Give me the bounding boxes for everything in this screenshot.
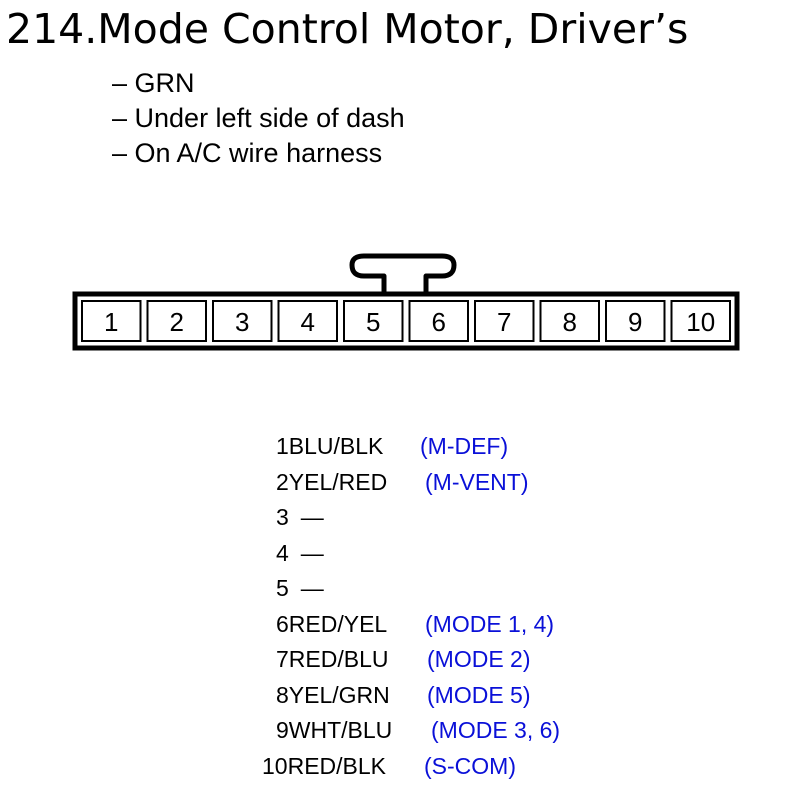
pin-number: 2 [276, 468, 289, 495]
pin-cell-4 [277, 300, 338, 342]
pin-number: 10 [262, 752, 288, 779]
pinout-row: 4— [276, 536, 324, 571]
pin-label-7: 7 [497, 307, 511, 337]
pin-cell-8 [539, 300, 600, 342]
pin-label-1: 1 [104, 307, 118, 337]
pin-function: (MODE 2) [427, 642, 531, 677]
pin-function: (MODE 5) [427, 678, 531, 713]
connector-pins: 1 2 3 4 5 6 7 8 9 10 [81, 300, 731, 342]
pinout-row: 3— [276, 500, 324, 535]
pin-cell-6 [408, 300, 469, 342]
connector-lock-tab [349, 253, 457, 294]
pin-label-3: 3 [235, 307, 249, 337]
pin-number: 3 [276, 504, 289, 530]
pin-cell-9 [605, 300, 666, 342]
wire-color: RED/BLK [287, 752, 387, 779]
pin-function-label: (M-DEF) [420, 433, 509, 459]
wire-color: YEL/RED [288, 468, 388, 495]
pinout-row: 1BLU/BLK [276, 429, 383, 464]
pin-number: 4 [276, 539, 289, 566]
pin-function: (S-COM) [424, 749, 516, 784]
pin-function-label: (S-COM) [424, 752, 516, 779]
pin-cell-5 [343, 300, 404, 342]
pin-label-4: 4 [301, 307, 315, 337]
detail-location: – Under left side of dash [112, 103, 405, 133]
connector-details: – GRN – Under left side of dash – On A/C… [112, 66, 405, 171]
pin-cell-10 [670, 300, 731, 342]
pinout-row: 6RED/YEL [276, 607, 387, 642]
pinout-row: 10RED/BLK [262, 749, 386, 784]
pinout-row: 2YEL/RED [276, 465, 387, 500]
pin-function-label: (MODE 1, 4) [425, 610, 555, 637]
pin-label-9: 9 [628, 307, 642, 337]
detail-harness: – On A/C wire harness [112, 138, 383, 168]
pin-number: 8 [276, 681, 289, 708]
pin-number: 6 [276, 610, 289, 637]
page-title: 214.Mode Control Motor, Driver’s [6, 5, 689, 53]
pin-function: (M-DEF) [420, 429, 508, 464]
pin-function: (M-VENT) [425, 465, 528, 500]
pin-label-5: 5 [366, 307, 380, 337]
pin-function: (MODE 3, 6) [431, 713, 560, 748]
pin-function: (MODE 1, 4) [425, 607, 554, 642]
pin-cell-1 [81, 300, 142, 342]
pin-number: 1 [276, 433, 289, 459]
pin-function-label: (MODE 5) [427, 681, 531, 708]
pin-label-2: 2 [170, 307, 184, 337]
wire-color: — [300, 575, 324, 601]
pin-cell-3 [212, 300, 273, 342]
pin-cell-7 [474, 300, 535, 342]
pin-cell-2 [146, 300, 207, 342]
wire-color: YEL/GRN [288, 681, 390, 708]
pin-label-6: 6 [432, 307, 446, 337]
pinout-row: 5— [276, 571, 324, 606]
pin-function-label: (MODE 3, 6) [431, 717, 561, 743]
wire-color: — [300, 539, 324, 566]
pin-function-label: (M-VENT) [425, 468, 529, 495]
wire-color: RED/BLU [288, 646, 389, 672]
wire-color: RED/YEL [288, 610, 388, 637]
wire-color: WHT/BLU [288, 717, 393, 743]
wire-color: BLU/BLK [288, 433, 384, 459]
pin-label-8: 8 [563, 307, 577, 337]
wire-color: — [300, 504, 324, 530]
pinout-row: 7RED/BLU [276, 642, 389, 677]
detail-color: – GRN [112, 68, 195, 98]
pin-function-label: (MODE 2) [427, 646, 531, 672]
pin-number: 5 [276, 575, 289, 601]
pin-number: 9 [276, 717, 289, 743]
pin-number: 7 [276, 646, 289, 672]
pinout-row: 9WHT/BLU [276, 713, 392, 748]
pinout-row: 8YEL/GRN [276, 678, 390, 713]
pin-label-10: 10 [686, 307, 715, 337]
